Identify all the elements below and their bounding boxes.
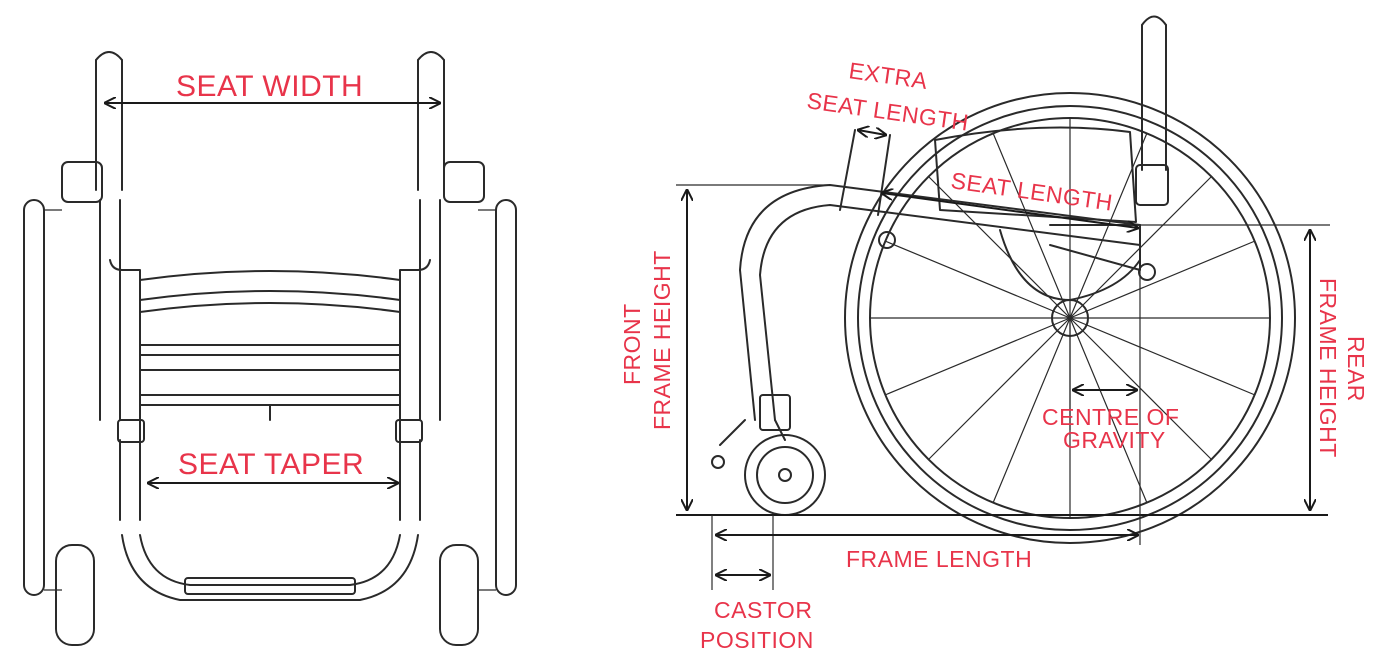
front-frame-height-label-line2: FRAME HEIGHT <box>649 250 675 430</box>
frame-length-label: FRAME LENGTH <box>846 546 1032 572</box>
extra-seat-length-label-line1: EXTRA <box>847 57 929 94</box>
front-view-wheelchair <box>23 51 517 646</box>
seat-width-label: SEAT WIDTH <box>176 70 363 103</box>
extra-seat-length-label-line2: SEAT LENGTH <box>805 87 970 135</box>
castor-position-label-line2: POSITION <box>700 627 814 653</box>
centre-of-gravity-label-line2: GRAVITY <box>1063 427 1166 453</box>
centre-of-gravity-label-line1: CENTRE OF <box>1042 404 1179 430</box>
seat-length-label: SEAT LENGTH <box>949 167 1114 215</box>
castor-position-label-line1: CASTOR <box>714 597 812 623</box>
front-frame-height-label-line1: FRONT <box>619 303 645 385</box>
seat-taper-label: SEAT TAPER <box>178 448 364 481</box>
rear-frame-height-label-line2: FRAME HEIGHT <box>1315 278 1341 458</box>
side-view-wheelchair <box>676 15 1330 590</box>
rear-frame-height-label-line1: REAR <box>1343 336 1369 402</box>
